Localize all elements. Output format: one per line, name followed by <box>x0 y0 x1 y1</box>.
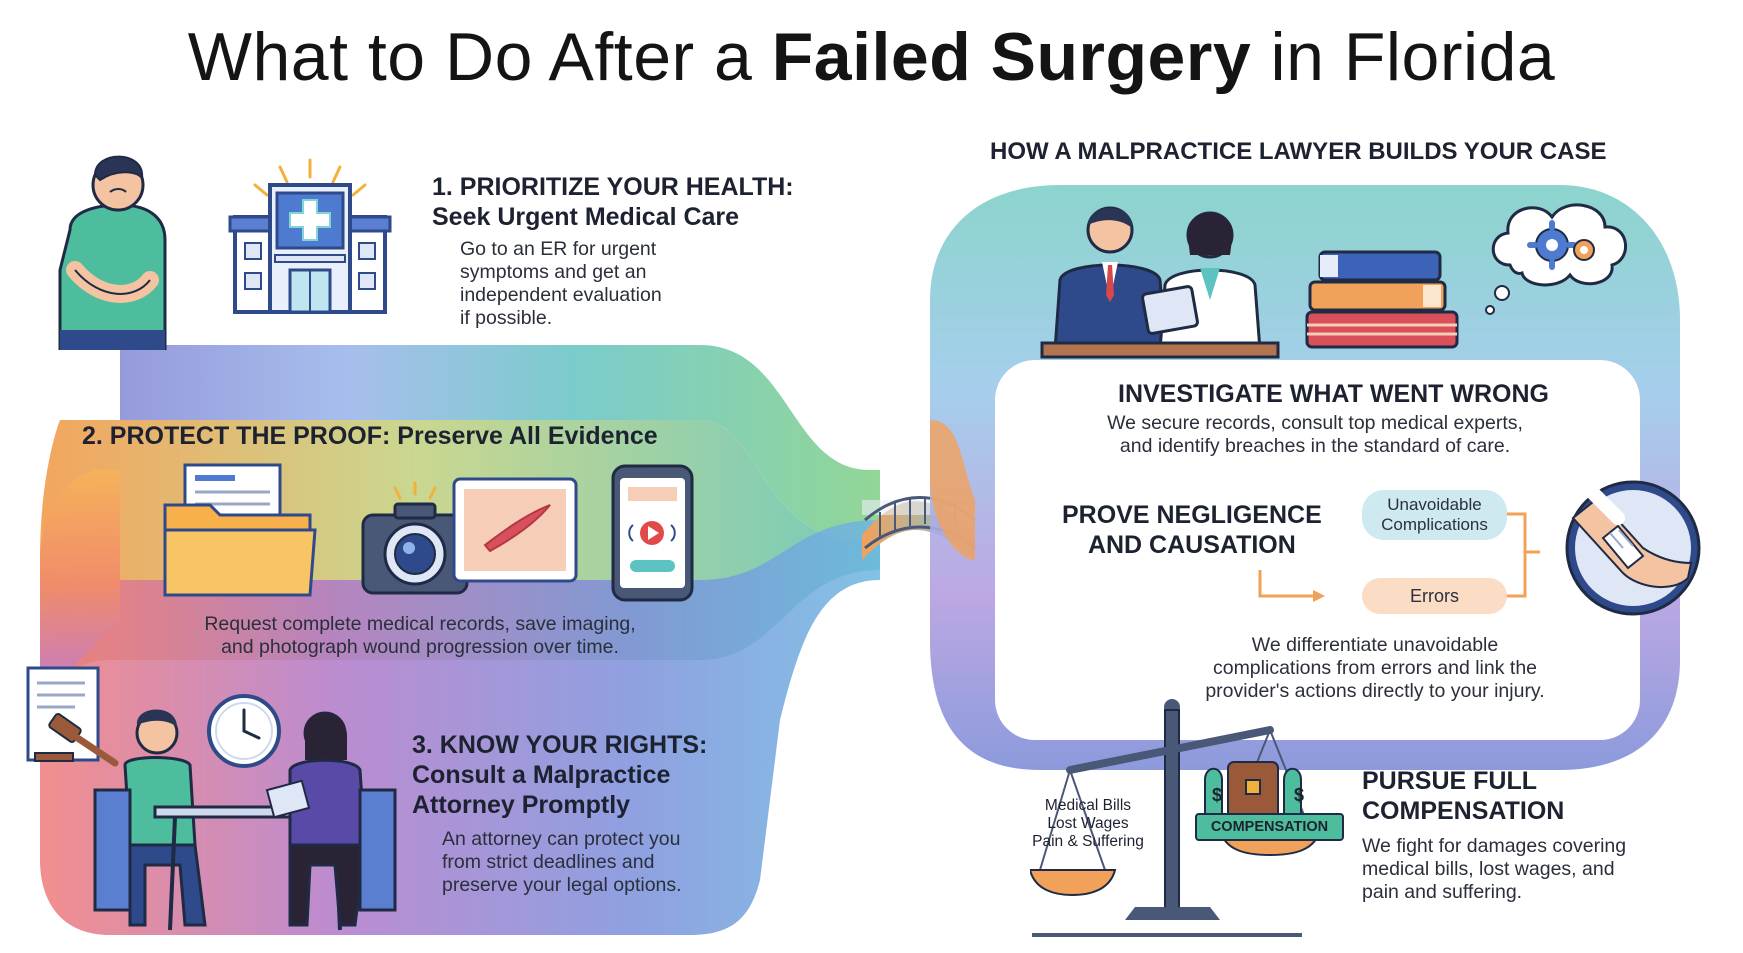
step3-heading-line2: Consult a Malpractice <box>412 761 671 789</box>
wound-photo-icon <box>452 477 578 583</box>
prove-body: We differentiate unavoidable complicatio… <box>1175 634 1575 703</box>
phone-video-icon <box>611 464 694 602</box>
lawyer-card <box>995 360 1640 740</box>
books-icon <box>1305 250 1459 349</box>
client-attorney-meeting-icon <box>93 709 397 931</box>
clock-icon <box>207 694 281 768</box>
step3-heading: 3. KNOW YOUR RIGHTS: Consult a Malpracti… <box>412 730 707 820</box>
pursue-body-line: pain and suffering. <box>1362 881 1523 903</box>
step2-heading: 2. PROTECT THE PROOF: Preserve All Evide… <box>82 422 658 451</box>
money-bag-dollar-right: $ <box>1294 785 1305 805</box>
title-part1: What to Do After a <box>187 19 772 95</box>
step1-body: Go to an ER for urgent symptoms and get … <box>460 238 662 330</box>
hospital-icon <box>228 158 392 314</box>
pursue-body-line: medical bills, lost wages, and <box>1362 858 1615 880</box>
prove-heading-line1: PROVE NEGLIGENCE <box>1062 501 1322 529</box>
unavoidable-pill-line1: Unavoidable <box>1387 495 1482 514</box>
step3-body-line: preserve your legal options. <box>442 874 682 896</box>
step2-body: Request complete medical records, save i… <box>120 613 720 659</box>
unavoidable-pill-line2: Complications <box>1381 515 1488 534</box>
folder-documents-icon <box>163 463 317 597</box>
compensation-label: COMPENSATION <box>1195 813 1344 841</box>
person-stomach-pain-icon <box>58 155 167 350</box>
prove-heading: PROVE NEGLIGENCE AND CAUSATION <box>1062 500 1322 560</box>
investigate-body-line: and identify breaches in the standard of… <box>1119 435 1511 457</box>
scale-label-pain-suffering: Pain & Suffering <box>1032 833 1144 850</box>
prove-body-line: provider's actions directly to your inju… <box>1205 680 1545 702</box>
step2-heading-caps: 2. PROTECT THE PROOF: <box>82 422 391 450</box>
step3-body-line: An attorney can protect you <box>442 828 681 850</box>
title-emphasis: Failed Surgery <box>771 19 1252 95</box>
step1-body-line: Go to an ER for urgent <box>460 238 657 260</box>
step3-heading-line3: Attorney Promptly <box>412 791 631 819</box>
scale-label-medical-bills: Medical Bills <box>1044 797 1132 814</box>
step2-body-line: and photograph wound progression over ti… <box>221 636 619 658</box>
prove-body-line: We differentiate unavoidable <box>1251 634 1499 656</box>
page-title: What to Do After a Failed Surgery in Flo… <box>0 18 1743 96</box>
pursue-body: We fight for damages covering medical bi… <box>1362 835 1626 904</box>
step3-body: An attorney can protect you from strict … <box>442 828 682 897</box>
step3-heading-line1: 3. KNOW YOUR RIGHTS: <box>412 731 708 759</box>
prove-heading-line2: AND CAUSATION <box>1087 531 1296 559</box>
step1-heading-line1: 1. PRIORITIZE YOUR HEALTH: <box>432 173 794 201</box>
errors-pill: Errors <box>1362 578 1507 614</box>
prove-body-line: complications from errors and link the <box>1212 657 1538 679</box>
step1-heading-line2: Seek Urgent Medical Care <box>432 203 740 231</box>
lawyer-section-title: HOW A MALPRACTICE LAWYER BUILDS YOUR CAS… <box>990 138 1607 165</box>
step1-body-line: symptoms and get an <box>460 261 647 283</box>
gears-thought-icon <box>1485 203 1628 315</box>
money-bag-dollar-left: $ <box>1212 785 1223 805</box>
step3-body-line: from strict deadlines and <box>442 851 655 873</box>
step2-heading-rest: Preserve All Evidence <box>390 422 658 450</box>
investigate-heading: INVESTIGATE WHAT WENT WRONG <box>1118 380 1549 408</box>
lawyer-doctor-icon <box>1040 206 1280 359</box>
step2-body-line: Request complete medical records, save i… <box>204 613 636 635</box>
pursue-heading: PURSUE FULL COMPENSATION <box>1362 766 1564 826</box>
pursue-heading-line2: COMPENSATION <box>1362 797 1565 825</box>
camera-icon <box>361 481 469 595</box>
gavel-document-icon <box>26 666 119 767</box>
investigate-body: We secure records, consult top medical e… <box>1085 412 1545 458</box>
scale-label-lost-wages: Lost Wages <box>1047 815 1129 832</box>
title-part2: in Florida <box>1251 19 1556 95</box>
step1-body-line: independent evaluation <box>460 284 662 306</box>
step1-heading: 1. PRIORITIZE YOUR HEALTH: Seek Urgent M… <box>432 172 794 232</box>
investigate-body-line: We secure records, consult top medical e… <box>1107 412 1523 434</box>
unavoidable-complications-pill: Unavoidable Complications <box>1362 490 1507 540</box>
treasure-chest-icon <box>1204 761 1302 823</box>
pursue-heading-line1: PURSUE FULL <box>1362 767 1537 795</box>
pursue-body-line: We fight for damages covering <box>1362 835 1627 857</box>
scale-left-labels: Medical Bills Lost Wages Pain & Sufferin… <box>1018 797 1158 851</box>
bandaged-arm-icon <box>1565 480 1701 616</box>
step1-body-line: if possible. <box>460 307 553 329</box>
